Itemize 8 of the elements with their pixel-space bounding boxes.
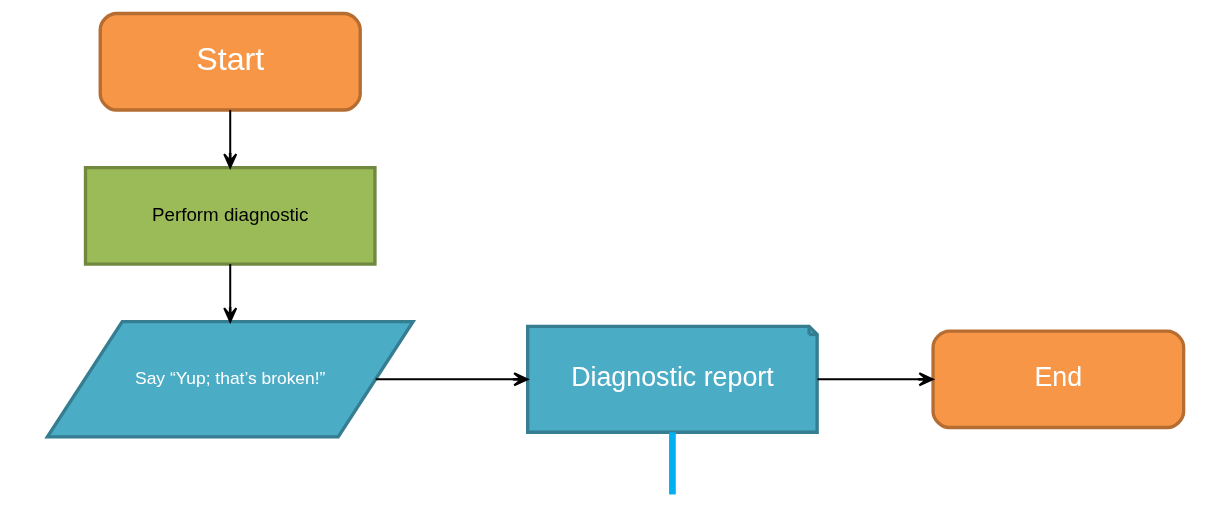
arrow bbox=[817, 372, 934, 387]
connector bbox=[669, 432, 676, 495]
node-box: Perform diagnostic bbox=[83, 165, 377, 266]
arrow bbox=[223, 110, 238, 169]
arrow bbox=[375, 372, 529, 387]
arrow bbox=[223, 264, 238, 323]
node-box: End bbox=[931, 329, 1186, 430]
node-box: Start bbox=[98, 11, 362, 112]
